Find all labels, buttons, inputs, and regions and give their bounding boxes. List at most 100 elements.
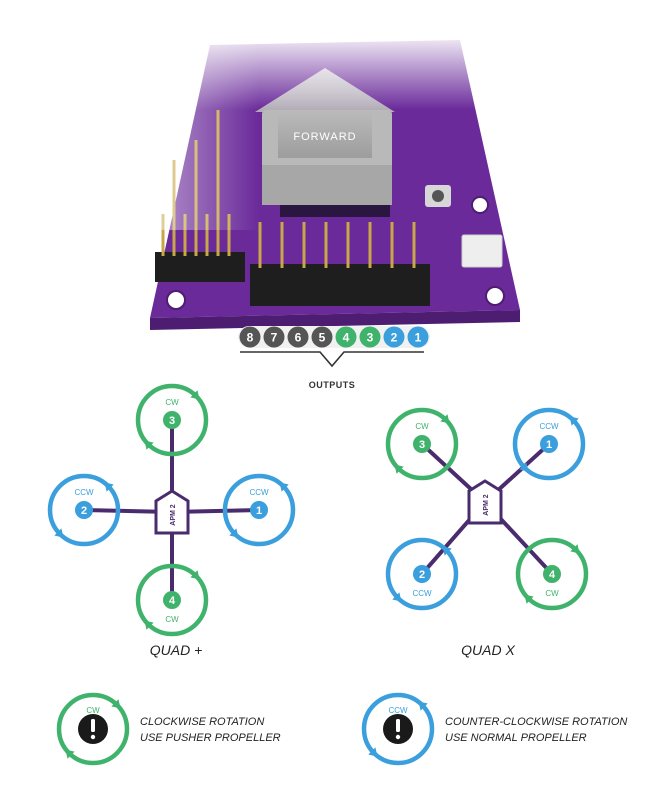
- legend-cw-line1: CLOCKWISE ROTATION: [140, 716, 264, 728]
- motor-number: 4: [169, 595, 176, 607]
- rotation-arrow-icon: [519, 462, 529, 472]
- output-pin-number: 6: [295, 331, 302, 345]
- motor-3: 3 CW: [135, 383, 209, 457]
- rotation-arrow-icon: [190, 390, 200, 400]
- ccw-rotation-ring: [361, 692, 435, 766]
- motor-3: 3CW: [385, 407, 459, 481]
- rotation-arrow-icon: [394, 464, 404, 474]
- rotation-label: CW: [165, 615, 179, 624]
- output-pin-7: 7: [263, 326, 285, 348]
- rotation-arrow-icon: [368, 747, 378, 757]
- motor-number: 3: [169, 415, 175, 427]
- outputs-bracket: [240, 351, 424, 368]
- rotation-label: CW: [545, 589, 559, 598]
- controller-label: APM 2: [170, 504, 177, 526]
- motor-number: 1: [546, 439, 552, 451]
- motor-hub: [413, 565, 431, 583]
- output-pin-number: 4: [343, 331, 350, 345]
- rotation-arrow-icon: [570, 544, 580, 554]
- motor-hub: [540, 435, 558, 453]
- output-pin-6: 6: [287, 326, 309, 348]
- rotation-label: CCW: [412, 589, 432, 598]
- output-pin-number: 2: [391, 331, 398, 345]
- legend-ccw-line2: USE NORMAL PROPELLER: [445, 732, 587, 744]
- motor-4: 4CW: [515, 537, 589, 611]
- mounting-hole: [166, 290, 186, 310]
- output-pin-number: 8: [247, 331, 254, 345]
- rotation-label: CW: [415, 422, 429, 431]
- cw-rotation-ring: [56, 692, 130, 766]
- output-pin-3: 3: [359, 326, 381, 348]
- mounting-hole: [485, 286, 505, 306]
- output-pin-number: 5: [319, 331, 326, 345]
- quad-x-title: QUAD X: [461, 642, 515, 658]
- white-connector: [461, 234, 503, 268]
- output-pin-header: [250, 222, 430, 306]
- motor-hub: [543, 565, 561, 583]
- motor-1: 1 CCW: [222, 473, 296, 547]
- outputs-row: 8 7 6 5 4 3 2 1 OUTPUTS: [238, 326, 430, 390]
- mounting-hole: [471, 196, 489, 214]
- motor-hub: [250, 501, 268, 519]
- board-pcb-edge: [150, 310, 520, 330]
- output-pin-number: 7: [271, 331, 278, 345]
- legend-ccw-dir: CCW: [388, 706, 408, 715]
- flight-controller: APM 2: [154, 489, 190, 535]
- chip-socket: [280, 205, 390, 217]
- forward-label: FORWARD: [293, 131, 356, 143]
- controller-label: APM 2: [483, 494, 490, 516]
- outputs-label: OUTPUTS: [309, 380, 356, 390]
- rotation-arrow-icon: [279, 482, 289, 492]
- rotation-arrow-icon: [190, 570, 200, 580]
- output-pin-number: 3: [367, 331, 374, 345]
- rotation-label: CCW: [539, 422, 559, 431]
- motor-hub: [75, 501, 93, 519]
- quad-plus-title: QUAD +: [150, 642, 203, 658]
- legend-ccw-line1: COUNTER-CLOCKWISE ROTATION: [445, 716, 627, 728]
- motor-number: 4: [549, 569, 556, 581]
- rotation-arrow-icon: [144, 620, 154, 630]
- legend-ccw: CCW COUNTER-CLOCKWISE ROTATION USE NORMA…: [361, 692, 627, 766]
- motor-number: 2: [419, 569, 425, 581]
- rotation-arrow-icon: [440, 414, 450, 424]
- rotation-arrow-icon: [442, 546, 452, 556]
- output-pin-8: 8: [239, 326, 261, 348]
- rotation-arrow-icon: [104, 482, 114, 492]
- output-pin-2: 2: [383, 326, 405, 348]
- apm-board-illustration: FORWARD: [140, 30, 540, 330]
- motor-1: 1 CCW: [512, 407, 586, 481]
- motor-hub: [163, 411, 181, 429]
- output-pin-5: 5: [311, 326, 333, 348]
- output-pin-1: 1: [407, 326, 429, 348]
- rotation-arrow-icon: [54, 528, 64, 538]
- rotation-arrow-icon: [524, 594, 534, 604]
- legend-cw: CW CLOCKWISE ROTATION USE PUSHER PROPELL…: [56, 692, 281, 766]
- output-pin-number: 1: [415, 331, 422, 345]
- motor-hub: [163, 591, 181, 609]
- rotation-arrow-icon: [569, 416, 579, 426]
- rotation-arrow-icon: [144, 440, 154, 450]
- rotation-arrow-icon: [229, 528, 239, 538]
- output-pin-4: 4: [335, 326, 357, 348]
- rotation-label: CW: [165, 398, 179, 407]
- motor-number: 1: [256, 505, 262, 517]
- exclamation-icon: [90, 719, 96, 740]
- flight-controller: APM 2: [467, 479, 503, 525]
- motor-2: 2 CCW: [47, 473, 121, 547]
- rotation-arrow-icon: [65, 749, 75, 759]
- motor-4: 4CW: [135, 563, 209, 637]
- rotation-label: CCW: [74, 488, 94, 497]
- exclamation-icon: [395, 719, 401, 740]
- legend-cw-line2: USE PUSHER PROPELLER: [140, 732, 281, 744]
- motor-number: 2: [81, 505, 87, 517]
- motor-hub: [413, 435, 431, 453]
- rotation-arrow-icon: [392, 592, 402, 602]
- rotation-arrow-icon: [418, 701, 428, 711]
- rotation-arrow-icon: [111, 699, 121, 709]
- rotation-label: CCW: [249, 488, 269, 497]
- legend-cw-dir: CW: [86, 706, 100, 715]
